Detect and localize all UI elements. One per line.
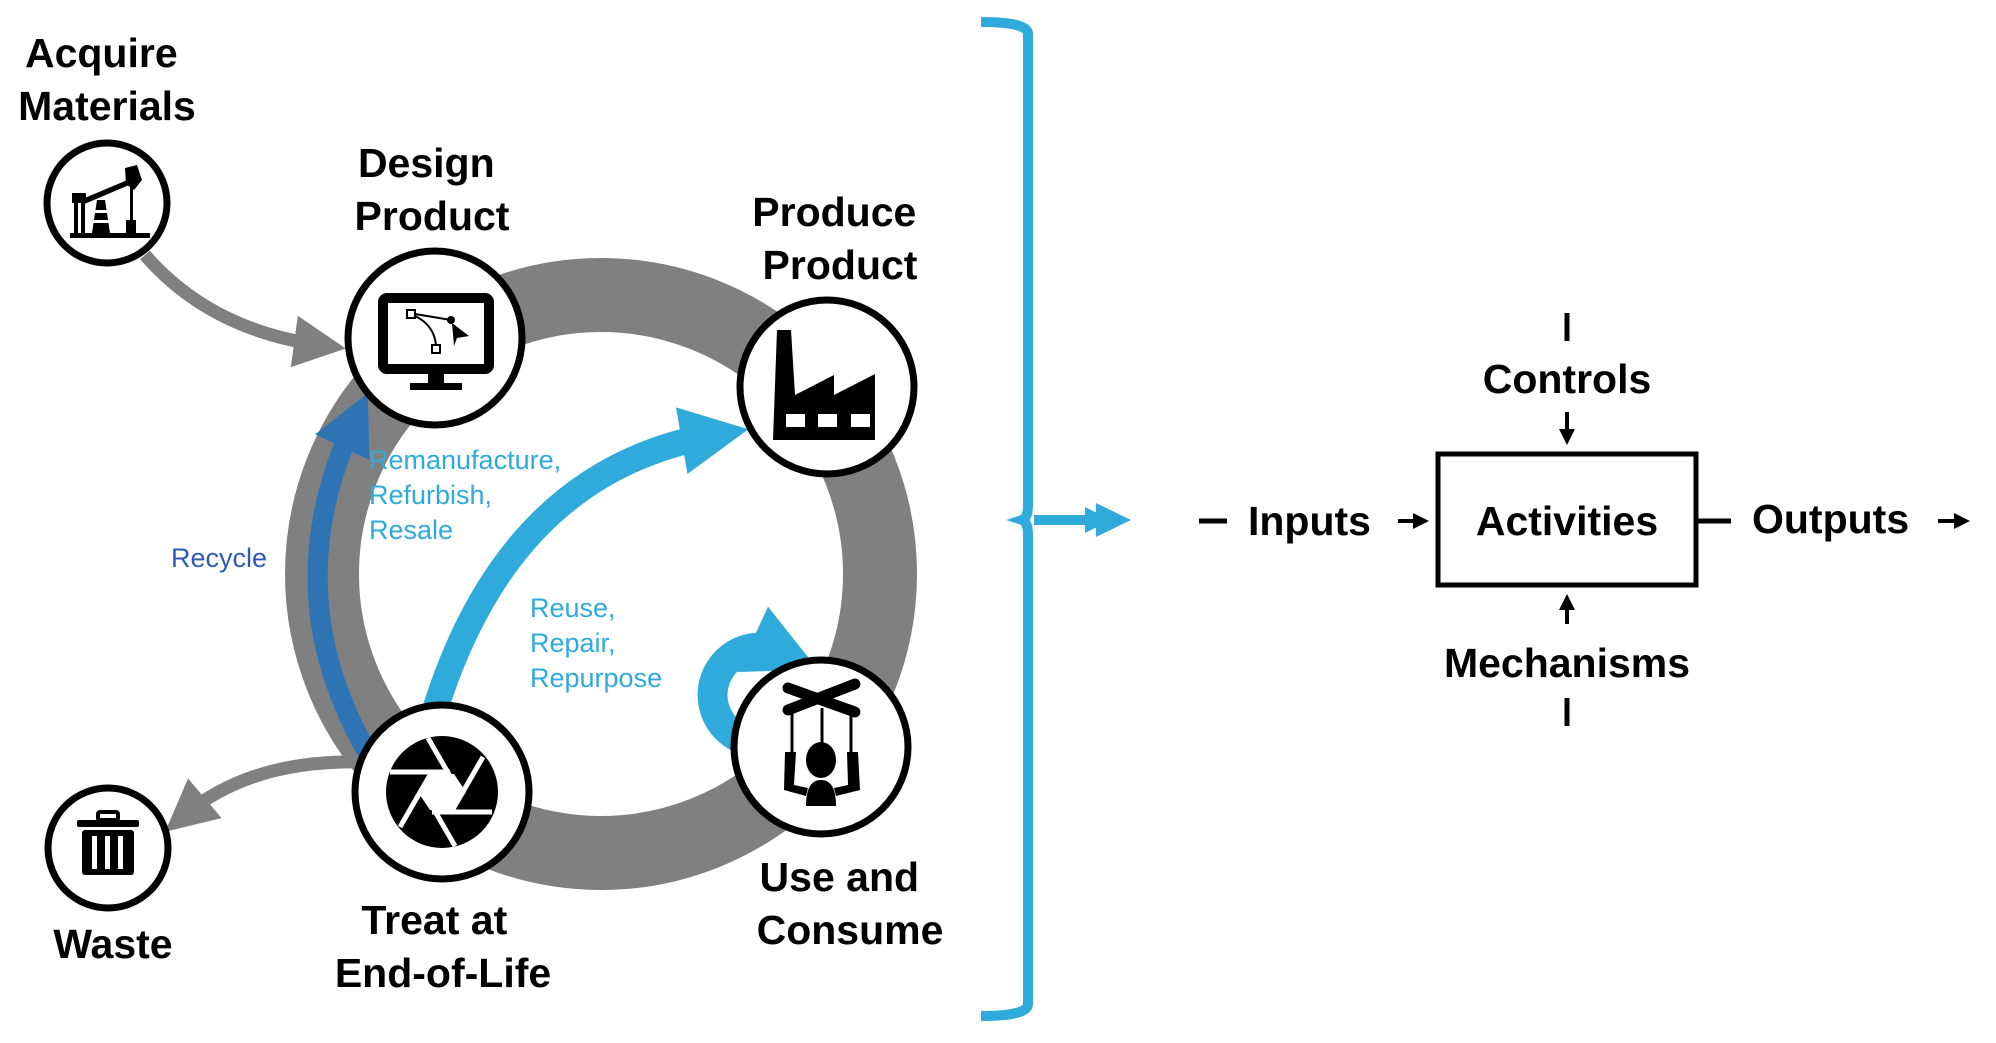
reuse-loop-arrow <box>697 606 819 752</box>
bracket-arrow-head <box>1096 503 1131 537</box>
node-waste <box>44 784 172 912</box>
inputs-label: Inputs <box>1248 498 1371 544</box>
node-treat <box>351 701 533 883</box>
monitor-bezier-icon <box>378 293 494 390</box>
controls-label: Controls <box>1483 356 1652 402</box>
mechanisms-label: Mechanisms <box>1444 640 1690 686</box>
node-produce <box>736 296 918 478</box>
factory-icon <box>773 330 875 440</box>
treat-to-waste-arrow <box>165 755 361 832</box>
node-use <box>730 656 912 838</box>
activities-box <box>1435 451 1699 588</box>
remanufacture-arrow <box>422 407 749 714</box>
label-recycle: Recycle <box>171 543 267 573</box>
label-treat: Treat at End-of-Life <box>335 897 551 996</box>
outputs-label: Outputs <box>1752 496 1909 542</box>
label-waste: Waste <box>53 921 172 967</box>
label-use: Use and Consume <box>757 854 944 953</box>
puppet-icon <box>782 678 861 806</box>
node-design <box>344 247 526 429</box>
oil-pump-icon <box>70 165 150 238</box>
recycle-arrow <box>307 392 387 776</box>
node-acquire <box>43 139 171 267</box>
label-reuse: Reuse, Repair, Repurpose <box>530 593 662 693</box>
idef0-block: Activities Inputs Outputs Controls Mecha… <box>1199 313 1970 726</box>
label-produce: Produce Product <box>752 189 927 288</box>
activities-label: Activities <box>1476 498 1658 544</box>
acquire-to-design-arrow <box>140 250 346 368</box>
label-remanufacture: Remanufacture, Refurbish, Resale <box>369 445 569 545</box>
label-acquire: Acquire Materials <box>18 30 196 129</box>
camera-aperture-icon <box>386 736 498 848</box>
trash-can-icon <box>77 810 139 875</box>
grouping-bracket <box>980 17 1033 1021</box>
label-design: Design Product <box>355 140 510 239</box>
